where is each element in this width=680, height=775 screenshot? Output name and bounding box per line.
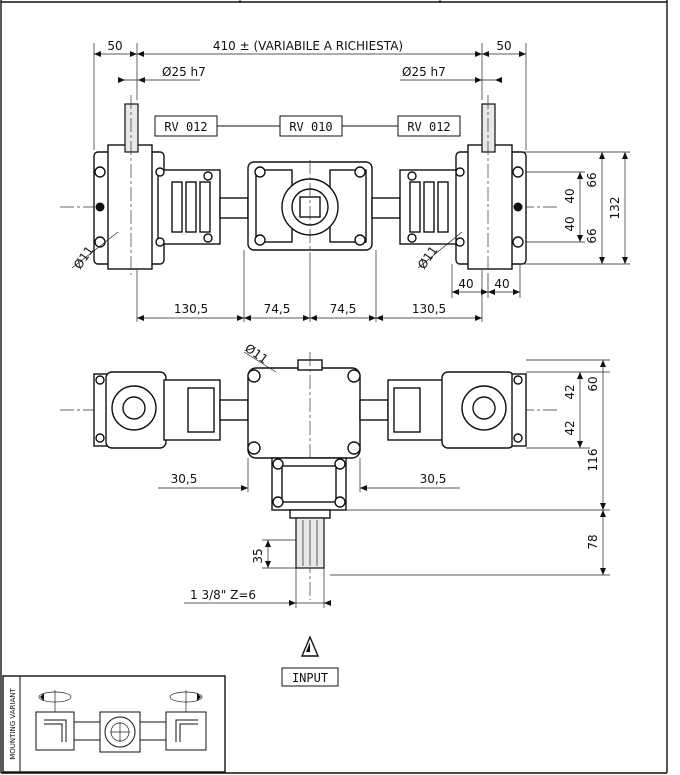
gearbox-right-side (387, 371, 527, 449)
dim-shaft-left: Ø25 h7 (162, 65, 206, 79)
gearbox-left-top (93, 95, 221, 275)
dim-side-305-right: 30,5 (420, 472, 447, 486)
top-view: RV 012 RV 010 RV 012 50 410 ± (VARIABILE… (60, 39, 630, 322)
label-rv-left-text: RV 012 (164, 120, 207, 134)
mounting-variant-box: MOUNTING VARIANT (2, 675, 226, 773)
dim-hole-right: Ø11 (415, 243, 441, 271)
dim-hole-bottom: Ø11 (242, 341, 270, 367)
dim-bottom-40-a: 40 (458, 277, 473, 291)
dim-right-40-b: 40 (563, 216, 577, 231)
dim-hole-left: Ø11 (71, 243, 97, 271)
gearbox-center-side (247, 352, 361, 600)
dim-side-42-a: 42 (563, 384, 577, 399)
label-rv-center: RV 010 (279, 115, 343, 137)
dim-top-50-right: 50 (496, 39, 511, 53)
dim-side-78: 78 (586, 534, 600, 549)
dim-right-66-a: 66 (585, 172, 599, 187)
dim-right-40-a: 40 (563, 188, 577, 203)
side-view: Ø11 42 42 60 116 78 30,5 30,5 (60, 341, 610, 608)
dim-bottom-40-b: 40 (494, 277, 509, 291)
gearbox-center-top (247, 160, 373, 262)
label-rv-left: RV 012 (154, 115, 218, 137)
label-rv-right-text: RV 012 (407, 120, 450, 134)
label-rv-center-text: RV 010 (289, 120, 332, 134)
input-marker: INPUT (281, 635, 339, 687)
dim-span-745-right: 74,5 (330, 302, 357, 316)
gearbox-right-top (399, 95, 527, 275)
dim-right-66-b: 66 (585, 228, 599, 243)
dim-side-60: 60 (586, 376, 600, 391)
input-label: INPUT (292, 671, 328, 685)
dim-span-1305-right: 130,5 (412, 302, 446, 316)
dim-spline-label: 1 3/8" Z=6 (190, 588, 256, 602)
dim-right-132: 132 (608, 197, 622, 220)
dim-side-42-b: 42 (563, 420, 577, 435)
mounting-label: MOUNTING VARIANT (9, 688, 17, 760)
gearbox-left-side (93, 371, 221, 449)
dim-top-50-left: 50 (107, 39, 122, 53)
dim-side-305-left: 30,5 (171, 472, 198, 486)
dim-span-745-left: 74,5 (264, 302, 291, 316)
dim-top-length: 410 ± (VARIABILE A RICHIESTA) (213, 39, 403, 53)
dim-span-1305-left: 130,5 (174, 302, 208, 316)
dim-spline-35: 35 (251, 548, 265, 563)
dim-shaft-right: Ø25 h7 (402, 65, 446, 79)
dim-side-116: 116 (586, 449, 600, 472)
label-rv-right: RV 012 (397, 115, 461, 137)
